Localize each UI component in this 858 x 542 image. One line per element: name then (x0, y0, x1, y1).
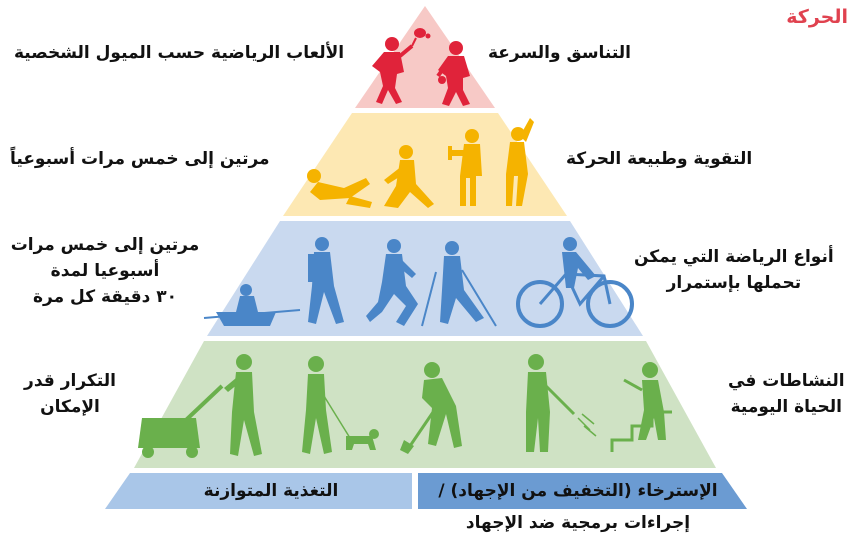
lunge-stretch-icon (384, 145, 434, 208)
shoveling-icon (400, 362, 462, 454)
dumbbell-curl-icon (448, 129, 482, 206)
tier-top-right-label: التناسق والسرعة (488, 43, 632, 63)
tier-top-left-label: الألعاب الرياضية حسب الميول الشخصية (14, 43, 345, 63)
cycling-icon (516, 237, 634, 328)
situp-icon (307, 169, 372, 208)
tier-top-band (355, 6, 495, 108)
rowing-icon (203, 284, 301, 326)
dog-walking-icon (302, 356, 379, 454)
pyramid-title: الحركة (786, 6, 848, 28)
jogging-icon (366, 239, 418, 326)
relaxation-bar-subtitle: إجراءات برمجية ضد الإجهاد (465, 513, 691, 533)
tier-third-left-label: مرتين إلى خمس مرات أسبوعيا لمدة ٣٠ دقيقة… (10, 235, 200, 307)
tier-base-left-label: التكرار قدر الإمكان (24, 371, 116, 417)
hiking-icon (308, 237, 344, 324)
side-stretch-icon (506, 118, 534, 206)
tier-second-left-label: مرتين إلى خمس مرات أسبوعياً (10, 149, 270, 169)
relaxation-bar (418, 473, 747, 509)
table-tennis-player-icon (372, 28, 426, 104)
relaxation-bar-label: الإسترخاء (التخفيف من الإجهاد) / (438, 481, 718, 501)
tier-base-right-label: النشاطات في الحياة اليومية (728, 371, 845, 417)
nutrition-bar (105, 473, 412, 509)
nutrition-bar-label: التغذية المتوازنة (203, 481, 339, 501)
nordic-walking-icon (421, 241, 497, 327)
table-tennis-player-icon (425, 33, 470, 106)
watering-plants-icon (526, 354, 597, 452)
tier-third-right-label: أنواع الرياضة التي يمكن تحملها بإستمرار (634, 247, 834, 293)
tier-base-band (134, 341, 716, 468)
lawn-mowing-icon (138, 354, 262, 458)
tier-second-right-label: التقوية وطبيعة الحركة (566, 149, 753, 169)
stair-climbing-icon (610, 362, 672, 452)
